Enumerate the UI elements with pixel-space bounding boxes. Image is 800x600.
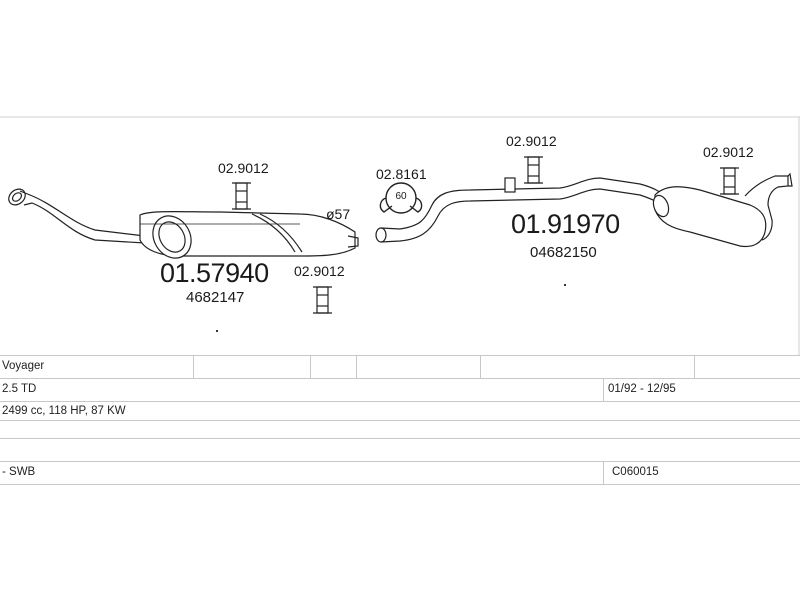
rubber-mount-right-label: 02.9012: [703, 144, 754, 160]
diameter-label: ø57: [326, 206, 351, 222]
vehicle-model: Voyager: [2, 360, 45, 372]
vehicle-engine: 2.5 TD: [2, 383, 37, 395]
rubber-mount-left-bottom-label: 02.9012: [294, 263, 345, 279]
table-rule: [0, 355, 800, 356]
rubber-mount-middle-label: 02.9012: [506, 133, 557, 149]
vehicle-specs: 2499 cc, 118 HP, 87 KW: [2, 405, 126, 417]
table-divider: [603, 461, 604, 484]
table-divider: [356, 355, 357, 378]
front-silencer-part-number: 01.57940: [160, 258, 269, 288]
rear-silencer-part-number: 01.91970: [511, 209, 620, 239]
table-divider: [193, 355, 194, 378]
clamp-ring-label: 02.8161: [376, 166, 427, 182]
marker-dot: [216, 330, 218, 332]
table-divider: [480, 355, 481, 378]
rear-silencer-oe-number: 04682150: [530, 244, 597, 261]
rubber-mount-left-bottom: [313, 286, 332, 314]
clamp-ring-size: 60: [395, 191, 407, 202]
table-rule: [0, 420, 800, 421]
table-divider: [694, 355, 695, 378]
table-rule: [0, 484, 800, 485]
rubber-mount-left-top-label: 02.9012: [218, 160, 269, 176]
system-code: C060015: [612, 466, 659, 478]
rubber-mount-left-top: [232, 182, 251, 210]
table-divider: [310, 355, 311, 378]
table-rule: [0, 378, 800, 379]
rubber-mount-middle: [524, 156, 543, 184]
rubber-mount-right: [720, 167, 739, 195]
vehicle-years: 01/92 - 12/95: [608, 383, 676, 395]
table-rule: [0, 438, 800, 439]
table-rule: [0, 401, 800, 402]
front-silencer-part: [8, 188, 359, 259]
clamp-ring: [379, 182, 423, 214]
vehicle-body: - SWB: [2, 466, 36, 478]
marker-dot: [564, 284, 566, 286]
rear-silencer-part: [375, 172, 793, 248]
table-rule: [0, 461, 800, 462]
front-silencer-oe-number: 4682147: [186, 289, 245, 306]
table-divider: [603, 378, 604, 401]
